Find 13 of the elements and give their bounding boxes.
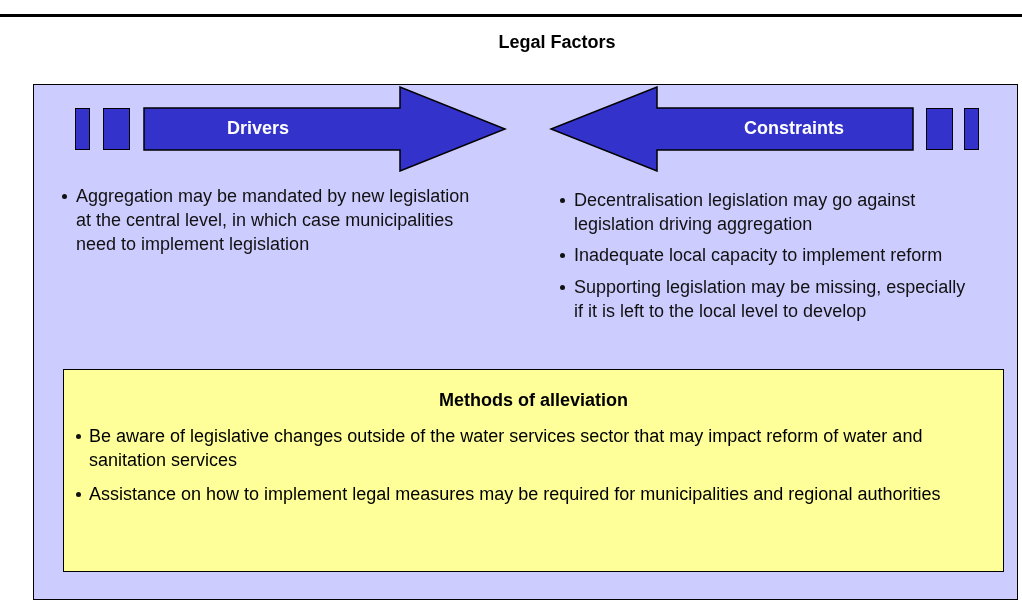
bullet-text: Inadequate local capacity to implement reform xyxy=(574,244,944,267)
block-arrow xyxy=(143,86,507,172)
bullet-text: Assistance on how to implement legal measures may be required for municipalities and regional authorities xyxy=(89,483,942,506)
bullet-text: Decentralisation legislation may go against legislation driving aggregation xyxy=(574,189,917,236)
block-arrow xyxy=(549,86,915,172)
alleviation-box xyxy=(63,369,1004,572)
title: Legal Factors xyxy=(497,31,617,54)
arrow-label: Drivers xyxy=(225,117,290,140)
box-heading: Methods of alleviation xyxy=(438,389,629,412)
bullet-text: Be aware of legislative changes outside of the water services sector that may impact reform of water and sanitation services xyxy=(89,425,924,472)
arrow-label: Constraints xyxy=(743,117,845,140)
bullet-text: Supporting legislation may be missing, especially if it is left to the local level to develop xyxy=(574,276,967,323)
bullet-text: Aggregation may be mandated by new legislation at the central level, in which case municipalities need to implement legislation xyxy=(76,185,471,256)
